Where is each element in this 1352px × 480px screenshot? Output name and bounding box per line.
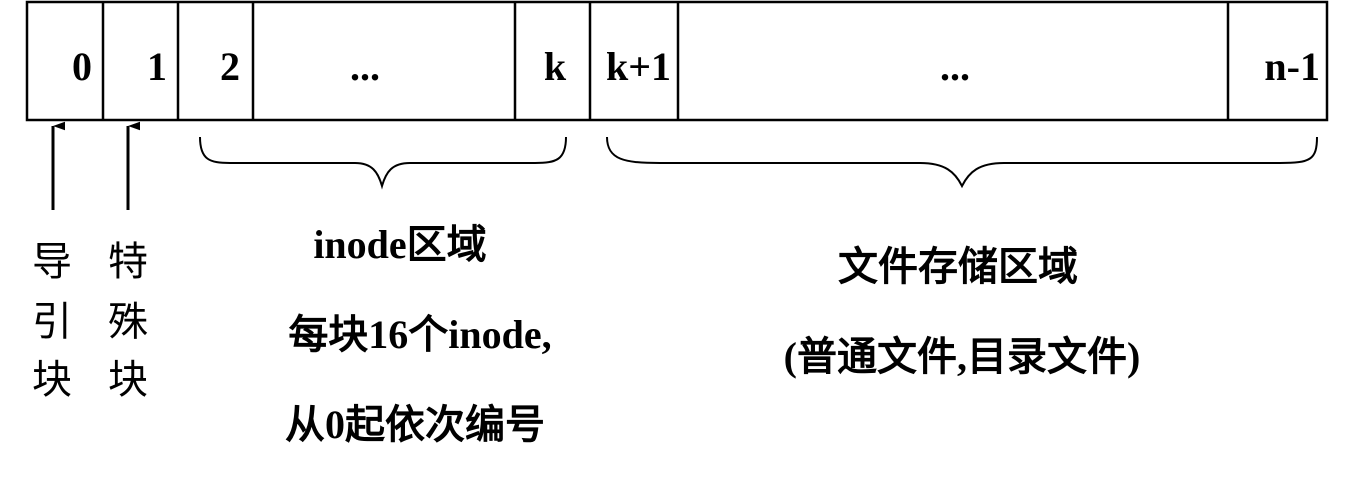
special-char: 块 xyxy=(108,357,148,402)
special-char: 殊 xyxy=(108,299,148,344)
boot-char: 块 xyxy=(32,357,72,402)
special-block-label: 特 殊 块 xyxy=(108,239,148,402)
cell-k-plus-1: k+1 xyxy=(606,44,671,89)
block-bar xyxy=(25,0,1329,122)
boot-block-label: 导 引 块 xyxy=(32,239,72,402)
boot-char: 引 xyxy=(32,299,72,344)
inode-area-desc-2: 从0起依次编号 xyxy=(285,402,545,447)
special-char: 特 xyxy=(108,239,148,284)
cell-ellipsis-inode: ... xyxy=(350,44,380,89)
file-brace-icon xyxy=(606,136,1318,189)
cell-n-minus-1: n-1 xyxy=(1264,44,1320,89)
cell-2: 2 xyxy=(220,44,240,89)
cell-0: 0 xyxy=(72,44,92,89)
file-area-title: 文件存储区域 xyxy=(838,244,1078,289)
cell-k: k xyxy=(544,44,567,89)
boot-char: 导 xyxy=(32,239,72,284)
inode-area-title: inode区域 xyxy=(313,222,486,267)
inode-area-desc-1: 每块16个inode, xyxy=(288,312,551,357)
cell-1: 1 xyxy=(147,44,167,89)
file-area-desc: (普通文件,目录文件) xyxy=(784,334,1141,379)
cell-ellipsis-files: ... xyxy=(940,44,970,89)
inode-brace-icon xyxy=(199,136,567,190)
